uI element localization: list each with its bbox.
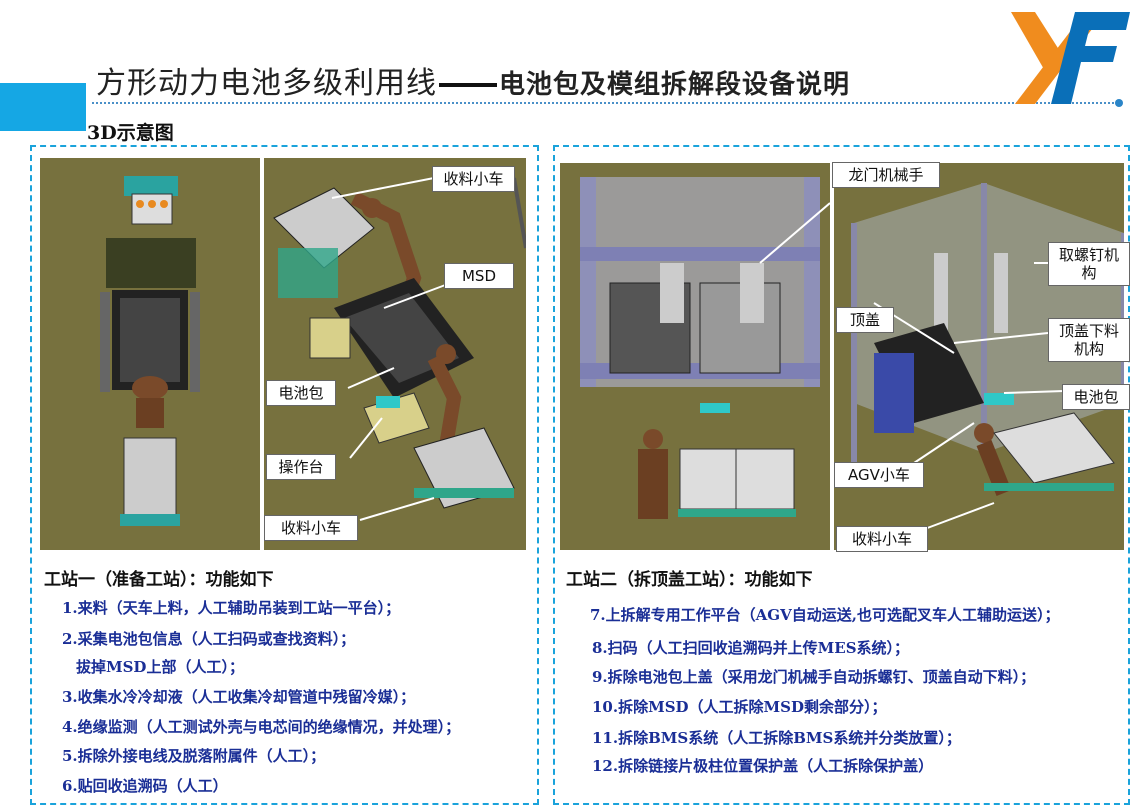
station-two-item: 9.拆除电池包上盖（采用龙门机械手自动拆螺钉、顶盖自动下料）；: [592, 668, 1036, 686]
page-title: 方形动力电池多级利用线 电池包及模组拆解段设备说明: [96, 58, 850, 102]
callout-cover-unload: 顶盖下料机构: [1048, 318, 1130, 362]
station-two-item: 12.拆除链接片极柱位置保护盖（人工拆除保护盖）: [592, 757, 934, 775]
callout-agv: AGV小车: [834, 462, 924, 488]
station-one-item: 4.绝缘监测（人工测试外壳与电芯间的绝缘情况，并处理）；: [62, 718, 461, 736]
station-one-title: 工站一（准备工站）：功能如下: [44, 570, 274, 590]
callout-cart-top: 收料小车: [432, 166, 515, 192]
callout-console: 操作台: [266, 454, 336, 480]
callout-msd: MSD: [444, 263, 514, 289]
title-sub: 电池包及模组拆解段设备说明: [499, 70, 851, 100]
station-two-panel: [553, 145, 1130, 805]
station-one-item: 3.收集水冷冷却液（人工收集冷却管道中残留冷媒）；: [62, 688, 416, 706]
header-divider-dot: [1115, 99, 1123, 107]
station-two-title: 工站二（拆顶盖工站）：功能如下: [566, 570, 813, 590]
title-main: 方形动力电池多级利用线: [96, 66, 437, 101]
station-one-item: 5.拆除外接电线及脱落附属件（人工）；: [62, 747, 326, 765]
station-two-item: 8.扫码（人工扫回收追溯码并上传MES系统）；: [592, 639, 910, 657]
callout-cart-2: 收料小车: [836, 526, 928, 552]
title-dash: [439, 83, 497, 87]
section-label: 3D示意图: [87, 122, 174, 144]
station-one-top-view: [40, 158, 260, 550]
company-logo: [1005, 8, 1130, 104]
station-one-panel: [30, 145, 539, 805]
header-accent-bar: [0, 83, 86, 131]
callout-screw-mechanism: 取螺钉机构: [1048, 242, 1130, 286]
station-two-item: 10.拆除MSD（人工拆除MSD剩余部分）；: [592, 698, 887, 716]
station-two-front-view: [560, 163, 830, 550]
callout-battery-pack: 电池包: [266, 380, 336, 406]
station-two-item: 7.上拆解专用工作平台（AGV自动运送,也可选配叉车人工辅助运送）；: [590, 606, 1060, 624]
callout-top-cover: 顶盖: [836, 307, 894, 333]
callout-cart-bottom: 收料小车: [264, 515, 358, 541]
station-one-item: 6.贴回收追溯码（人工）: [62, 777, 228, 795]
station-one-item: 1.来料（天车上料，人工辅助吊装到工站一平台）；: [62, 599, 401, 617]
callout-battery-pack-2: 电池包: [1062, 384, 1130, 410]
station-one-item: 2.采集电池包信息（人工扫码或查找资料）；: [62, 630, 356, 648]
station-one-iso-view: [264, 158, 526, 550]
callout-gantry-robot: 龙门机械手: [832, 162, 940, 188]
station-one-item: 拔掉MSD上部（人工）；: [76, 658, 244, 676]
header-divider: [92, 102, 1118, 104]
station-two-item: 11.拆除BMS系统（人工拆除BMS系统并分类放置）；: [592, 729, 961, 747]
